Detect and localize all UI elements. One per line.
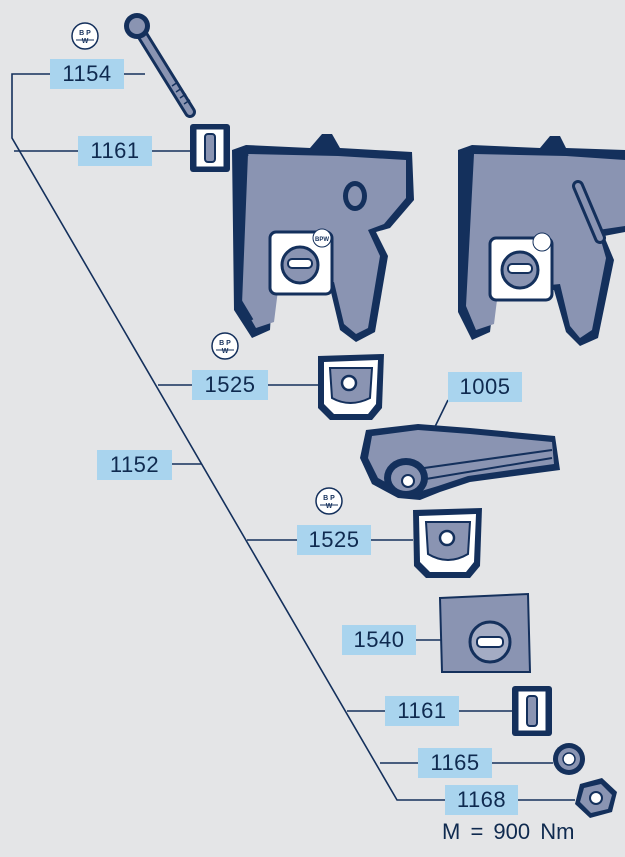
leaf-spring-1005-drawing <box>360 424 560 500</box>
label-1005: 1005 <box>448 372 522 402</box>
plate-1161-bottom-drawing <box>512 686 552 736</box>
label-1168: 1168 <box>445 785 518 815</box>
plate-1161-top-drawing <box>190 124 230 172</box>
label-1525-lower: 1525 <box>297 525 371 555</box>
torque-note: M = 900 Nm <box>442 819 575 844</box>
washer-1525-lower-drawing <box>413 508 482 578</box>
label-1525-upper: 1525 <box>192 370 268 400</box>
hanger-bracket-left-drawing: BPW <box>232 134 414 342</box>
plate-1540-drawing <box>438 592 532 673</box>
bpw-logo-top <box>71 22 99 50</box>
label-1161-bottom: 1161 <box>385 696 459 726</box>
washer-1165-drawing <box>553 743 585 775</box>
nut-1168-drawing <box>575 778 617 818</box>
washer-1525-upper-drawing <box>318 354 384 420</box>
label-1154: 1154 <box>50 59 124 89</box>
label-1152: 1152 <box>97 450 172 480</box>
bpw-logo-middle <box>211 332 239 360</box>
leader-lines <box>11 73 575 801</box>
label-1161-top: 1161 <box>78 136 152 166</box>
bpw-logo-lower <box>315 487 343 515</box>
svg-text:BPW: BPW <box>315 237 329 243</box>
hanger-bracket-right-drawing <box>458 136 625 346</box>
label-1540: 1540 <box>342 625 416 655</box>
label-1165: 1165 <box>418 748 492 778</box>
bolt-1154-drawing <box>124 13 196 118</box>
